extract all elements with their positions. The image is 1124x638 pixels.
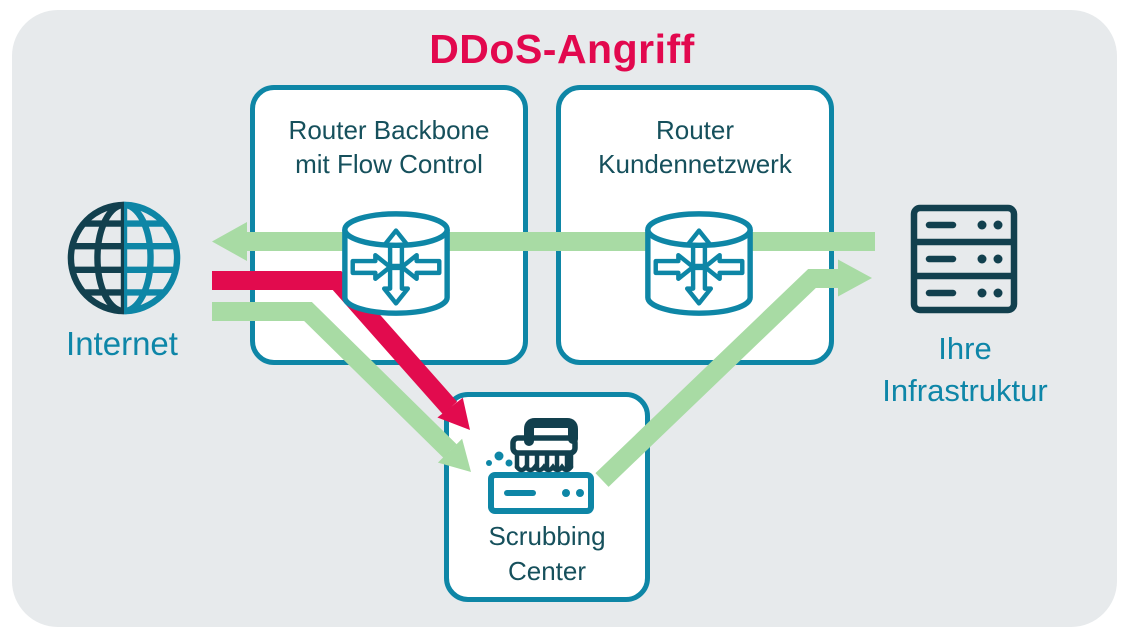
router-customer-label: Router Kundennetzwerk	[561, 113, 829, 181]
internet-label: Internet	[66, 325, 178, 362]
scrubbing-center-label: Scrubbing Center	[449, 519, 645, 589]
router-backbone-label: Router Backbone mit Flow Control	[255, 113, 523, 181]
server-rack-icon	[910, 204, 1018, 314]
router-customer-label-line2: Kundennetzwerk	[598, 149, 792, 179]
router-backbone-label-line2: mit Flow Control	[295, 149, 483, 179]
router-icon	[645, 211, 753, 316]
infrastructure-label: Ihre Infrastruktur	[845, 328, 1085, 412]
router-backbone-label-line1: Router Backbone	[288, 115, 490, 145]
diagram-title: DDoS-Angriff	[429, 26, 695, 72]
infrastructure-label-line1: Ihre	[938, 331, 992, 366]
bubbles	[486, 451, 513, 467]
router-customer-label-line1: Router	[655, 115, 735, 145]
globe-icon	[65, 199, 183, 317]
scrubbing-center-label-line1: Scrubbing	[488, 521, 606, 551]
router-icon	[342, 211, 450, 316]
infrastructure-label-line2: Infrastruktur	[882, 373, 1048, 408]
scrubbing-center-label-line2: Center	[507, 556, 587, 586]
scrubbing-brush-icon	[486, 418, 594, 514]
